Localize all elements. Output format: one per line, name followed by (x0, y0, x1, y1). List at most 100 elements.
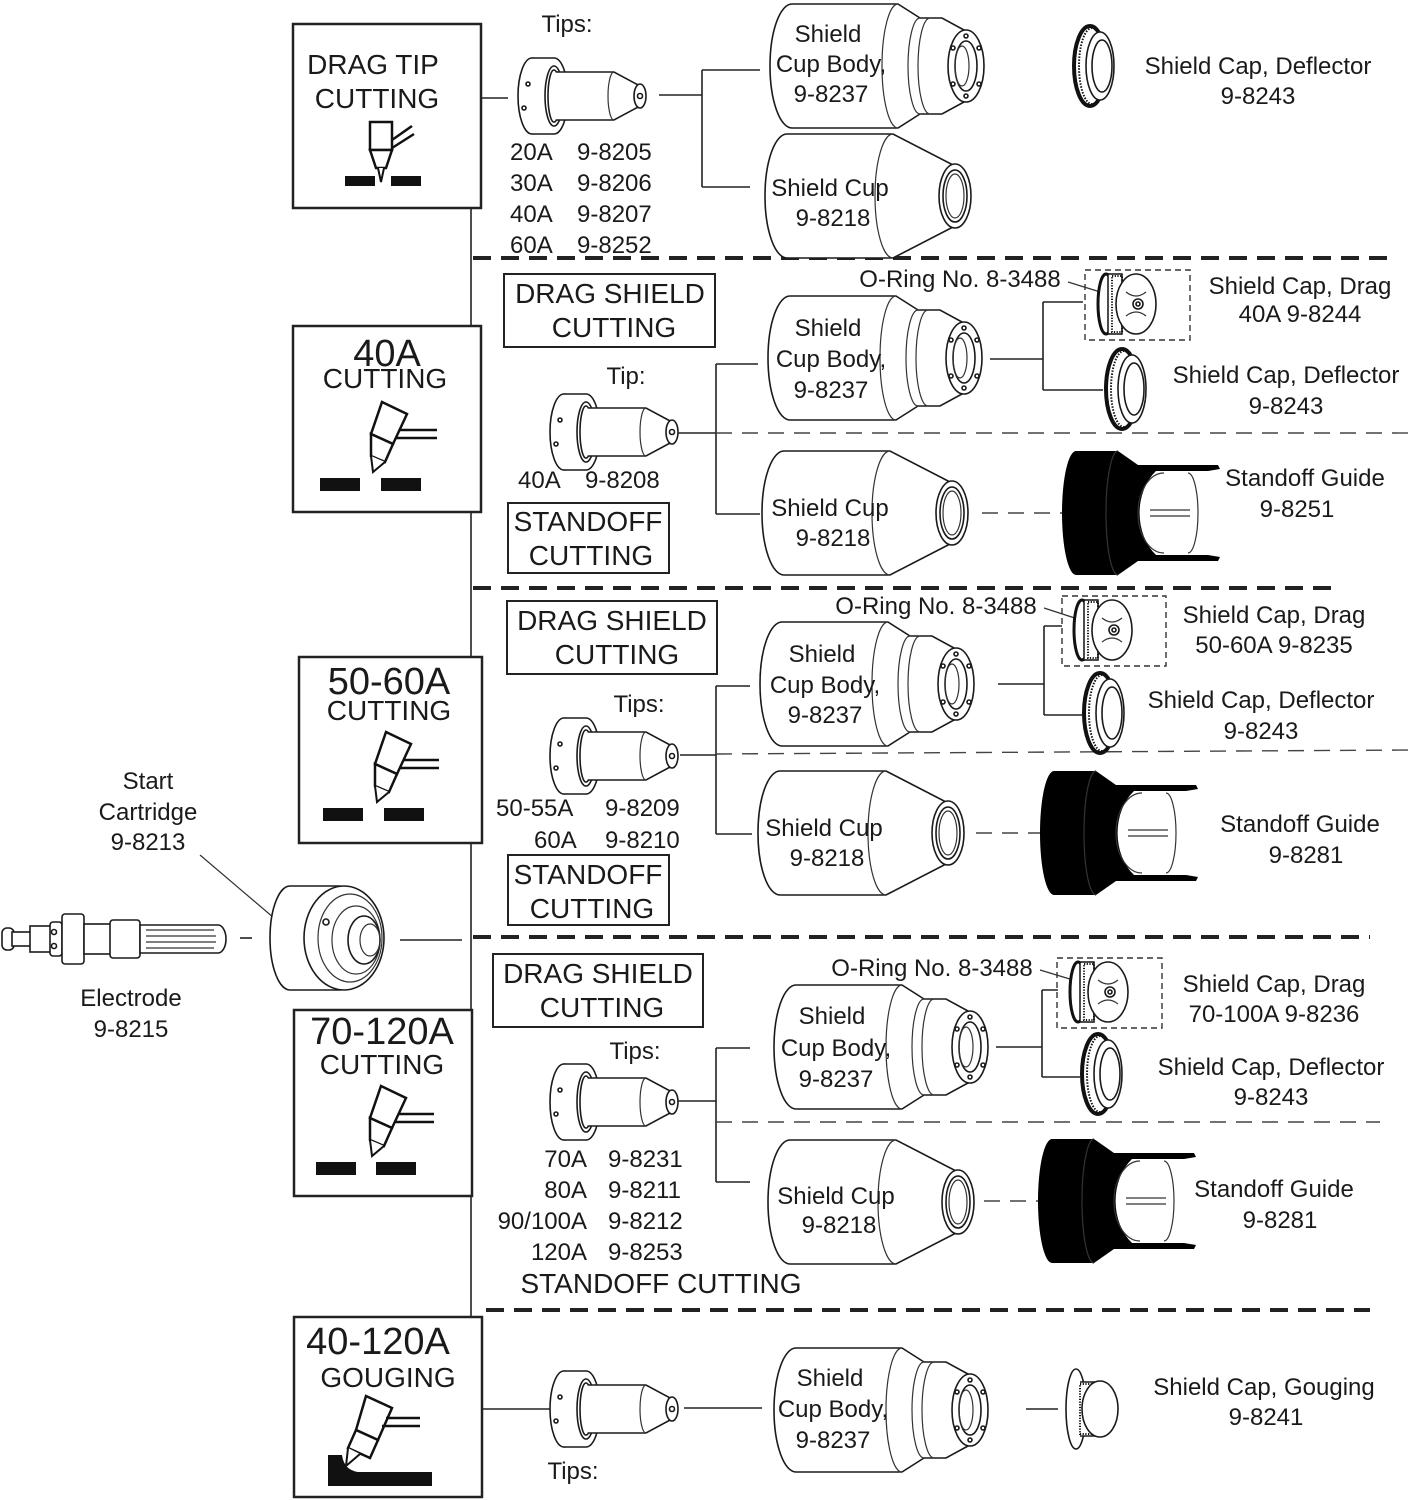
deflector-label: Shield Cap, Deflector (1158, 1054, 1385, 1081)
tip-part: 9-8210 (605, 827, 680, 854)
tip-part: 9-8252 (577, 232, 652, 259)
gouging-cap-part-number: 9-8241 (1229, 1404, 1304, 1431)
drag-tip-cutting-box (291, 22, 483, 210)
deflector-cap-part (1072, 24, 1116, 108)
box-title: 50-60A (328, 661, 451, 703)
drag-torch-icon (345, 120, 421, 186)
shield-cup-label: Shield Cup (765, 815, 882, 842)
drag-cap-label: Shield Cap, Drag (1183, 602, 1366, 629)
tip-amps: 120A (531, 1239, 587, 1266)
box-title: DRAG TIP (307, 49, 439, 80)
drag-shield-cutting-label-box (492, 953, 704, 1028)
tip-amps: 90/100A (498, 1208, 587, 1235)
deflector-part-number: 9-8243 (1234, 1084, 1309, 1111)
standoff-guide-label: Standoff Guide (1194, 1176, 1354, 1203)
tip-amps: 20A (510, 139, 553, 166)
shield-cup-part-number: 9-8218 (802, 1212, 877, 1239)
drag-shield-label: DRAG SHIELD (517, 605, 707, 636)
drag-shield-label: CUTTING (552, 312, 676, 343)
shield-cup-part-number: 9-8218 (796, 205, 871, 232)
standoff-guide-part-highlighted (1061, 450, 1221, 576)
tip-part: 9-8209 (605, 795, 680, 822)
tips-label: Tips: (541, 11, 592, 38)
tip-list: 70A 9-8231 80A 9-8211 90/100A 9-8212 120… (498, 1146, 683, 1266)
deflector-cap-part (1080, 1032, 1124, 1116)
tip-part-icon (549, 717, 679, 795)
gouging-cap-part (1065, 1368, 1119, 1450)
electrode-label: Electrode (80, 985, 181, 1012)
standoff-guide-part-number: 9-8251 (1260, 496, 1335, 523)
cup-body-label: Cup Body, (776, 51, 886, 78)
drag-shield-label: CUTTING (540, 992, 664, 1023)
deflector-label: Shield Cap, Deflector (1173, 362, 1400, 389)
tips-label: Tip: (606, 363, 645, 390)
tip-amps: 40A (510, 201, 553, 228)
cup-body-label: Shield (789, 641, 856, 668)
drag-cap-part-number: 40A 9-8244 (1239, 301, 1362, 328)
deflector-cap-part (1082, 671, 1126, 755)
standoff-label: CUTTING (529, 540, 653, 571)
drag-cap-dashed-box (1061, 595, 1167, 667)
tips-label: Tips: (613, 691, 664, 718)
deflector-part-number: 9-8243 (1221, 83, 1296, 110)
standoff-guide-label: Standoff Guide (1225, 465, 1385, 492)
shield-cup-part-number: 9-8218 (790, 845, 865, 872)
drag-cap-part-number: 70-100A 9-8236 (1189, 1001, 1360, 1028)
drag-cap-part (1072, 598, 1134, 662)
oring-label: O-Ring No. 8-3488 (859, 266, 1060, 293)
standoff-guide-part (1039, 770, 1199, 896)
electrode-part-number: 9-8215 (94, 1016, 169, 1043)
oring-label: O-Ring No. 8-3488 (831, 955, 1032, 982)
box-subtitle: CUTTING (323, 363, 447, 394)
cup-body-label: Shield (795, 315, 862, 342)
tip-part: 9-8253 (608, 1239, 683, 1266)
shield-cup-label: Shield Cup (771, 495, 888, 522)
start-cartridge-part-number: 9-8213 (111, 829, 186, 856)
oring-label: O-Ring No. 8-3488 (835, 593, 1036, 620)
cup-body-label: Cup Body, (778, 1396, 888, 1423)
angled-torch-icon (320, 400, 437, 491)
tip-part: 9-8206 (577, 170, 652, 197)
tip-part-icon (549, 1063, 679, 1141)
tip-list: 20A 9-8205 30A 9-8206 40A 9-8207 60A 9-8… (510, 139, 652, 259)
tip-amps: 70A (544, 1146, 587, 1173)
tip-part-icon (549, 393, 679, 471)
tip-amps: 30A (510, 170, 553, 197)
shield-cup-label: Shield Cup (777, 1183, 894, 1210)
section-40a: 40A CUTTING DRAG SHIELD CUTTING Tip: 40A… (291, 266, 1412, 576)
drag-cap-part (1096, 272, 1158, 336)
tip-part-icon (517, 57, 647, 135)
box-title: 40-120A (306, 1321, 450, 1363)
section-gouging: 40-120A GOUGING Tips: Shield Cup Body, 9… (292, 1315, 1375, 1499)
standoff-label: CUTTING (530, 893, 654, 924)
cup-body-part-number: 9-8237 (788, 702, 863, 729)
standoff-guide-part (1037, 1138, 1197, 1264)
tip-part: 9-8212 (608, 1208, 683, 1235)
drag-shield-cutting-label-box (506, 600, 718, 675)
angled-torch-icon (323, 730, 439, 821)
tip-part-icon (549, 1370, 679, 1448)
drag-shield-label: DRAG SHIELD (503, 958, 693, 989)
cup-body-label: Cup Body, (770, 672, 880, 699)
tip-amps: 60A (534, 827, 577, 854)
start-cartridge-label: Cartridge (99, 799, 198, 826)
electrode-part (1, 913, 227, 965)
tip-part: 9-8208 (585, 467, 660, 494)
deflector-part-number: 9-8243 (1249, 393, 1324, 420)
common-parts: Start Cartridge 9-8213 Electrode (1, 768, 462, 1043)
cup-body-label: Shield (795, 21, 862, 48)
standoff-guide-label: Standoff Guide (1220, 811, 1380, 838)
section-drag-tip: DRAG TIP CUTTING Tips: 20A 9-8205 30A 9-… (291, 3, 1371, 259)
drag-cap-label: Shield Cap, Drag (1183, 971, 1366, 998)
cup-body-label: Shield (799, 1003, 866, 1030)
tip-part: 9-8205 (577, 139, 652, 166)
box-title: 70-120A (310, 1011, 454, 1053)
shield-cup-part-number: 9-8218 (796, 525, 871, 552)
box-subtitle: CUTTING (315, 83, 439, 114)
cup-body-part-number: 9-8237 (794, 377, 869, 404)
tips-label: Tips: (609, 1038, 660, 1065)
drag-shield-label: CUTTING (555, 639, 679, 670)
cup-body-part-number: 9-8237 (794, 81, 869, 108)
standoff-label: STANDOFF (514, 859, 663, 890)
